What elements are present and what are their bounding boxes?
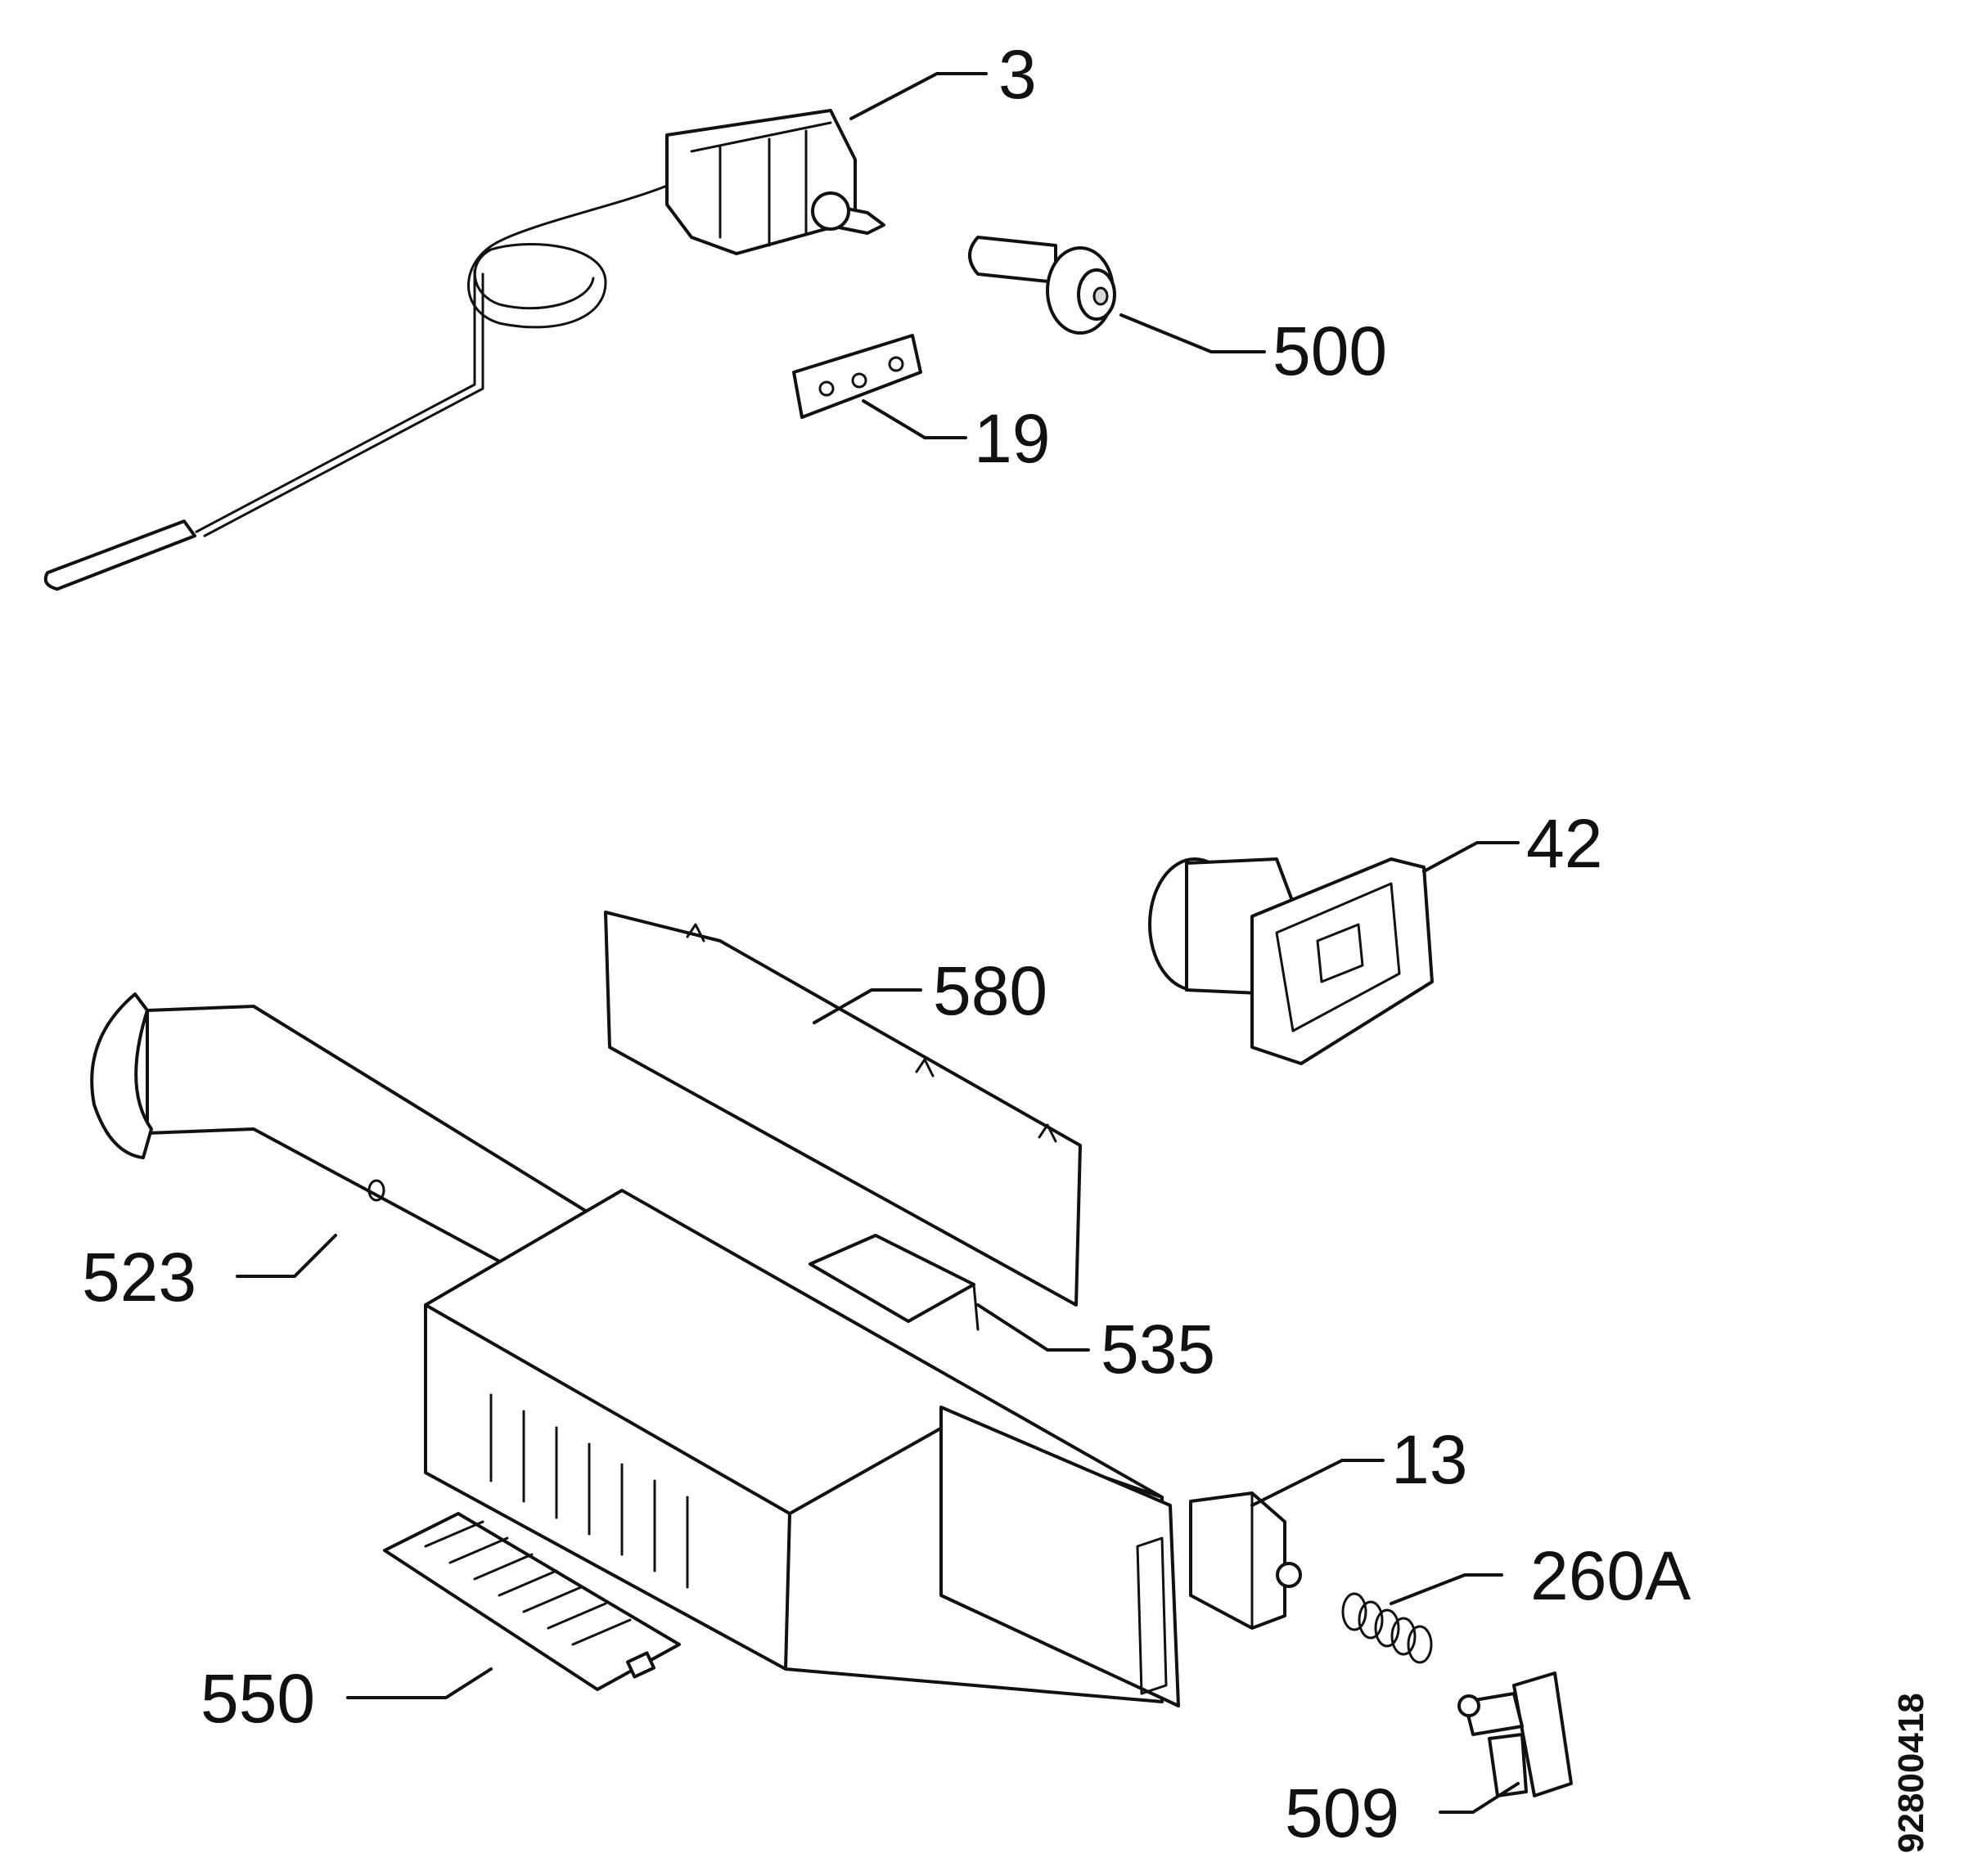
callout-500: 500 [1273, 313, 1387, 389]
part-509-switch [1457, 1671, 1573, 1797]
part-42-lamp-holder [1148, 857, 1434, 1065]
part-19-plate [792, 334, 922, 419]
leader-580 [813, 988, 922, 1024]
part-3-thermostat [43, 109, 885, 591]
leader-535 [976, 1303, 1090, 1352]
part-523-housing [90, 992, 1180, 1707]
callout-509: 509 [1285, 1775, 1399, 1851]
part-550-grille [383, 1512, 681, 1691]
part-580-panel [604, 911, 1082, 1307]
leader-13 [1250, 1459, 1385, 1507]
part-260a-spring [1341, 1592, 1433, 1664]
leader-42 [1422, 841, 1520, 873]
callout-535: 535 [1101, 1311, 1215, 1388]
document-number: 92800418 [1891, 1693, 1931, 1853]
part-535-flap [809, 1234, 980, 1331]
callout-260a: 260A [1530, 1537, 1691, 1614]
leader-500 [1119, 313, 1266, 353]
leader-509 [1439, 1782, 1520, 1814]
callout-19: 19 [974, 400, 1050, 477]
part-500-knob [968, 236, 1116, 335]
leader-523 [236, 1234, 337, 1278]
leader-19 [862, 399, 967, 439]
callout-523: 523 [82, 1239, 196, 1316]
callout-42: 42 [1526, 805, 1602, 882]
callout-550: 550 [200, 1660, 315, 1737]
callout-580: 580 [933, 952, 1047, 1029]
leader-3 [849, 72, 988, 120]
callout-13: 13 [1391, 1421, 1467, 1498]
leader-550 [346, 1667, 493, 1699]
callout-3: 3 [998, 36, 1037, 113]
part-13-button [1189, 1491, 1302, 1630]
leader-260a [1390, 1573, 1503, 1605]
